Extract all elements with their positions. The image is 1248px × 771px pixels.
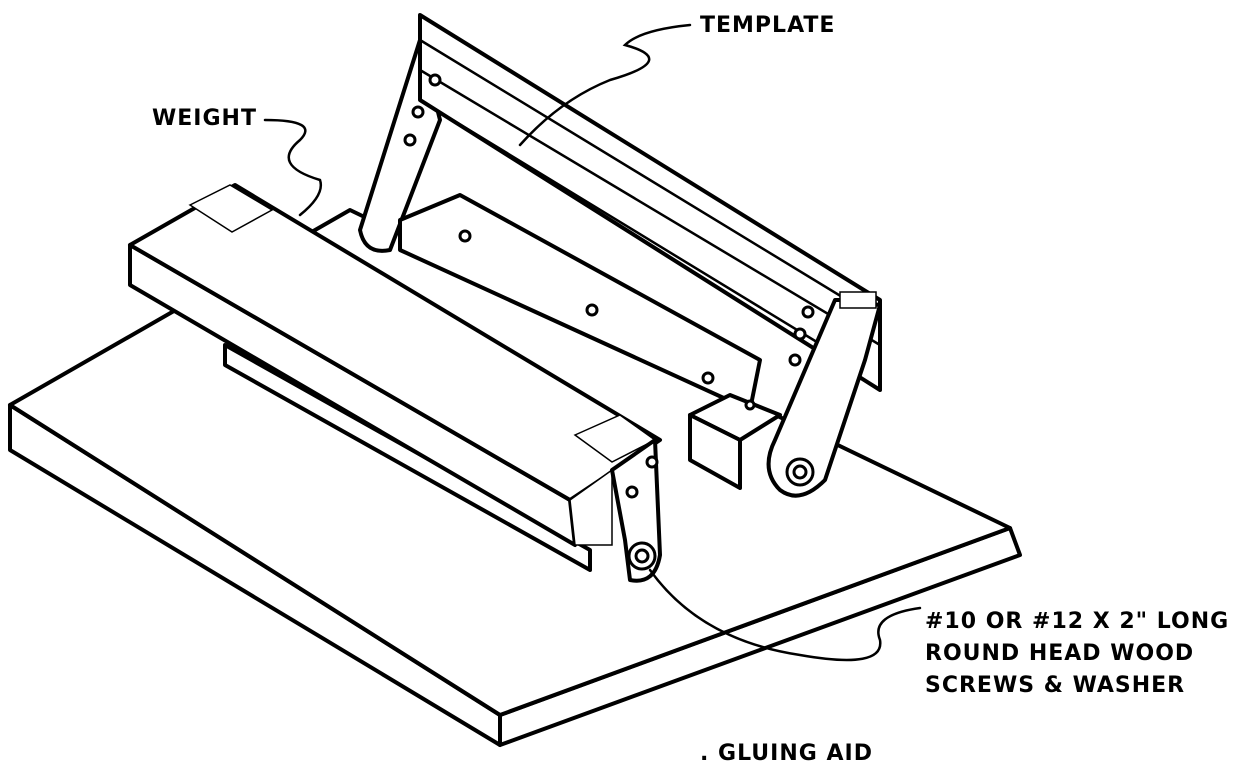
screws-label-line1: #10 OR #12 X 2" LONG [925, 609, 1229, 634]
diagram-caption: . GLUING AID [700, 741, 873, 766]
template-leader [518, 23, 692, 147]
template-label: TEMPLATE [700, 13, 835, 38]
weight-block [128, 183, 662, 583]
screws-label-line2: ROUND HEAD WOOD [925, 641, 1194, 666]
screw-holes [403, 73, 815, 411]
screws-label-line3: SCREWS & WASHER [925, 673, 1185, 698]
weight-leader [263, 118, 323, 217]
weight-label: WEIGHT [152, 106, 257, 131]
template-frame [358, 13, 882, 498]
screw-leader [648, 568, 922, 662]
